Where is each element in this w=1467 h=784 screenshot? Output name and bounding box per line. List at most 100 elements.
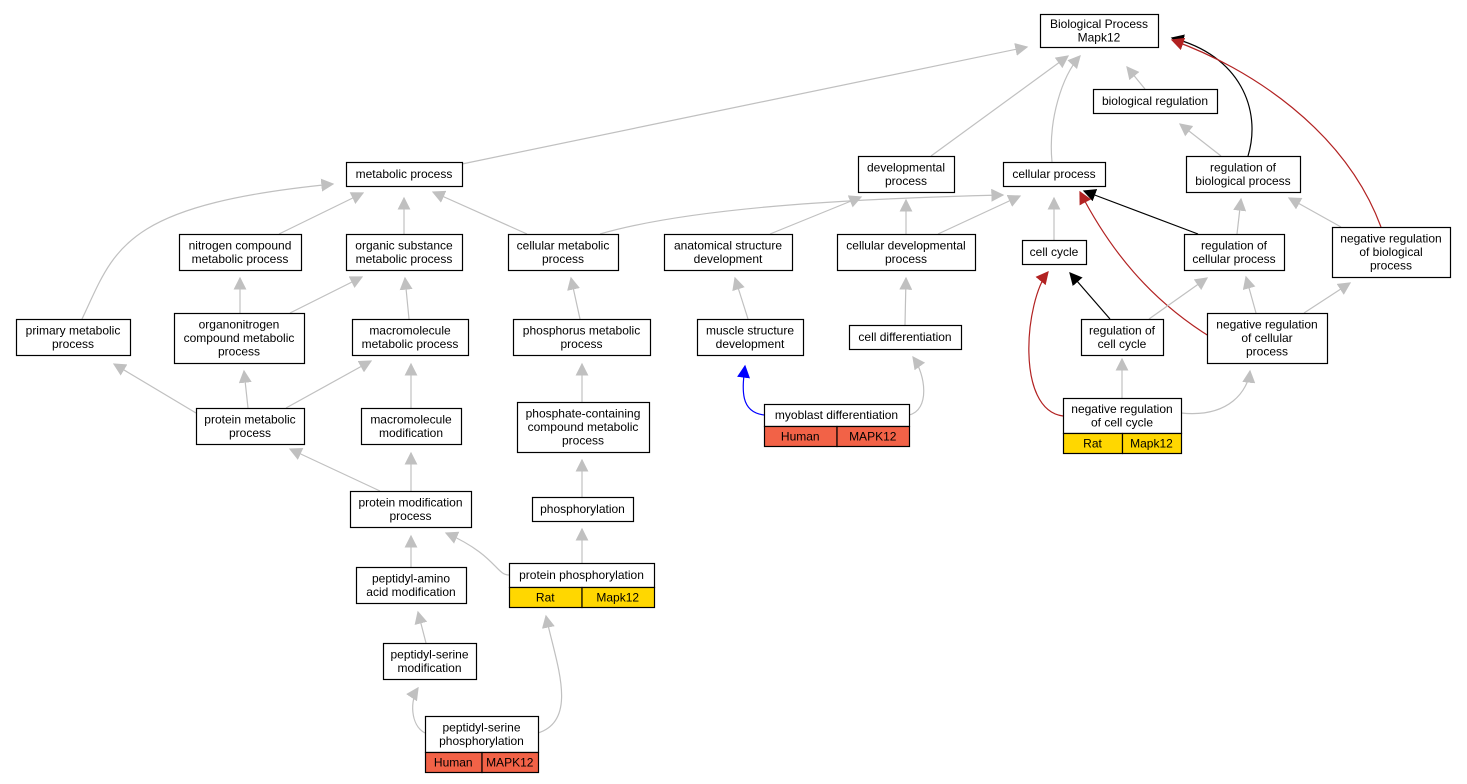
term-label: of biological [1359,245,1422,259]
term-label: compound metabolic [184,331,295,345]
term-box [1092,88,1219,115]
gene-label: MAPK12 [486,756,534,770]
term-label: cellular process [1012,167,1095,181]
term-label: macromolecule [370,412,452,426]
go-term-cell-cycle[interactable]: cell cycle [1021,239,1088,266]
term-box [507,233,620,272]
go-term-phosphorylation[interactable]: phosphorylation [531,496,635,523]
term-label: development [716,337,785,351]
go-term-cellular-process[interactable]: cellular process [1002,161,1107,188]
term-label: modification [397,661,461,675]
edge-regulates [1082,189,1199,235]
term-label: negative regulation [1216,318,1317,332]
term-label: regulation of [1089,323,1156,337]
edge-is-a [769,195,863,235]
edge-is-a [1303,282,1352,314]
edge-is-a [238,369,252,409]
term-box [1206,312,1329,365]
edge-is-a [899,276,913,326]
term-label: metabolic process [362,337,459,351]
term-label: biological regulation [1102,94,1208,108]
term-box [424,715,540,754]
term-label: phosphate-containing [526,407,641,421]
term-label: negative regulation [1071,402,1172,416]
term-label: biological process [1195,174,1290,188]
term-label: acid modification [366,585,455,599]
edge-is-a [289,276,364,314]
term-label: protein metabolic [204,412,295,426]
species-label: Rat [1083,437,1102,451]
term-box [351,318,470,357]
term-label: compound metabolic [528,420,639,434]
edge-negatively-regulates [1170,37,1382,228]
edge-is-a [278,192,365,235]
term-label: process [389,509,431,523]
term-label: organic substance [355,238,453,252]
go-term-cell-differentiation[interactable]: cell differentiation [848,324,963,351]
term-label: negative regulation [1340,232,1441,246]
term-label: of cellular [1241,331,1292,345]
edge-is-a [444,531,510,576]
edge-is-a [461,43,1029,165]
term-box [512,318,652,357]
term-label: cellular metabolic [517,238,610,252]
term-label: protein phosphorylation [519,568,644,582]
term-box [360,407,463,446]
term-label: cellular developmental [846,238,965,252]
term-label: development [694,252,763,266]
term-label: metabolic process [356,252,453,266]
edge-is-a [1050,55,1081,163]
term-label: process [218,345,260,359]
term-box [1039,13,1160,49]
term-box [1021,239,1088,266]
go-term-biological-regulation[interactable]: biological regulation [1092,88,1219,115]
term-label: nitrogen compound [189,238,292,252]
term-box [15,318,132,357]
term-label: cell differentiation [858,330,951,344]
term-label: regulation of [1210,160,1277,174]
edge-regulates [1069,272,1111,320]
term-box [531,496,635,523]
edge-is-a [1242,275,1257,314]
term-label: regulation of [1201,238,1268,252]
species-label: Human [781,430,820,444]
term-box [1331,226,1452,279]
term-label: process [52,337,94,351]
edge-is-a [567,276,581,320]
edge-is-a [930,55,1070,157]
edge-is-a [1180,369,1256,415]
go-term-metabolic-process[interactable]: metabolic process [345,161,464,188]
edge-is-a [399,276,413,320]
term-box [1185,155,1302,194]
gene-cell [581,586,656,609]
term-label: process [229,426,271,440]
term-box [195,407,306,446]
